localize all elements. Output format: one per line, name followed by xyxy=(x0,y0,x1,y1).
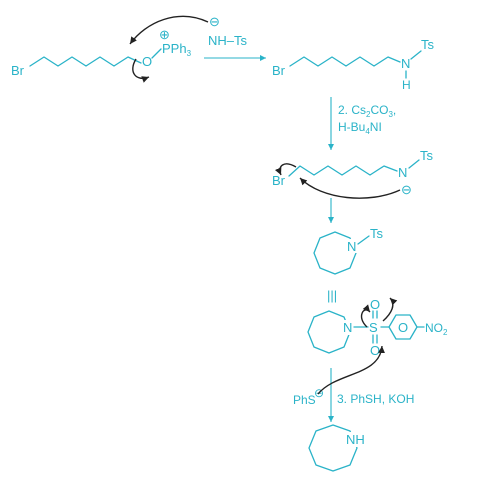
bromide-leaving-arrow xyxy=(274,163,297,176)
azocane-ts-label: Ts xyxy=(370,226,384,241)
nosyl-o-bottom: O xyxy=(370,343,380,358)
n-nosyl-azocane: N S O O O NO2 xyxy=(307,297,448,358)
azocane-n-ts-bond xyxy=(357,235,370,245)
nh-label-mask xyxy=(344,432,366,447)
br-label: Br xyxy=(11,63,25,78)
anion-alkyl-chain xyxy=(288,165,398,177)
bromo-alkyl-sulfonamide: Br N Ts H xyxy=(272,37,435,92)
sulfonamide-anion: Br N Ts ⊖ xyxy=(272,148,434,197)
product-n-label: N xyxy=(401,56,410,71)
phosphonium-plus: ⊕ xyxy=(159,27,170,42)
n-label-mask-2 xyxy=(342,320,356,335)
product-h-label: H xyxy=(402,78,411,92)
thiolate-attack-arrow xyxy=(317,345,386,395)
sulfonamide-nucleophile: ⊖ NH–Ts xyxy=(208,14,248,48)
n-label-mask-1 xyxy=(345,239,359,253)
phosphonium-label: PPh3 xyxy=(162,41,192,58)
anion-n-ts-bond xyxy=(408,159,420,169)
product-alkyl-chain xyxy=(289,56,401,67)
nucleophile-label: NH–Ts xyxy=(208,33,248,48)
step2-reagent-line2: H-Bu4NI xyxy=(338,120,382,136)
anion-br-label: Br xyxy=(272,173,286,188)
azocane-n-label: N xyxy=(347,239,356,254)
equivalence-symbol: ||| xyxy=(327,288,337,303)
nitro-label: NO2 xyxy=(425,321,448,337)
step3-reagent-label: 3. PhSH, KOH xyxy=(337,392,414,406)
thiolate-label: PhS xyxy=(293,393,316,407)
n-tosyl-azocane: N Ts xyxy=(313,226,384,275)
final-nh-label: NH xyxy=(346,432,365,447)
o-p-bond xyxy=(151,48,162,59)
leaving-group-arrow xyxy=(132,58,150,83)
intramolecular-attack-arrow xyxy=(299,177,401,199)
bromo-alkyl-phosphonium: Br O ⊕ PPh3 xyxy=(11,27,192,78)
alkyl-chain xyxy=(29,56,142,67)
anion-n-label: N xyxy=(398,165,407,180)
nosyl-o-top: O xyxy=(370,297,380,312)
product-br-label: Br xyxy=(272,63,286,78)
nosyl-s-label: S xyxy=(369,320,378,335)
nucleophile-minus: ⊖ xyxy=(209,14,220,29)
oxygen-label: O xyxy=(142,54,152,69)
product-n-ts-bond xyxy=(410,50,422,60)
so-arrow-right xyxy=(382,297,398,322)
so-arrow-top xyxy=(360,304,371,328)
anion-minus: ⊖ xyxy=(401,182,412,197)
nucleophilic-attack-arrow xyxy=(129,15,209,45)
aryl-ring-o-label: O xyxy=(398,320,408,335)
product-ts-label: Ts xyxy=(421,37,435,52)
nosyl-n-label: N xyxy=(343,320,352,335)
anion-ts-label: Ts xyxy=(420,148,434,163)
azocane-product: NH xyxy=(308,424,366,472)
step2-reagent-line1: 2. Cs2CO3, xyxy=(338,103,396,119)
